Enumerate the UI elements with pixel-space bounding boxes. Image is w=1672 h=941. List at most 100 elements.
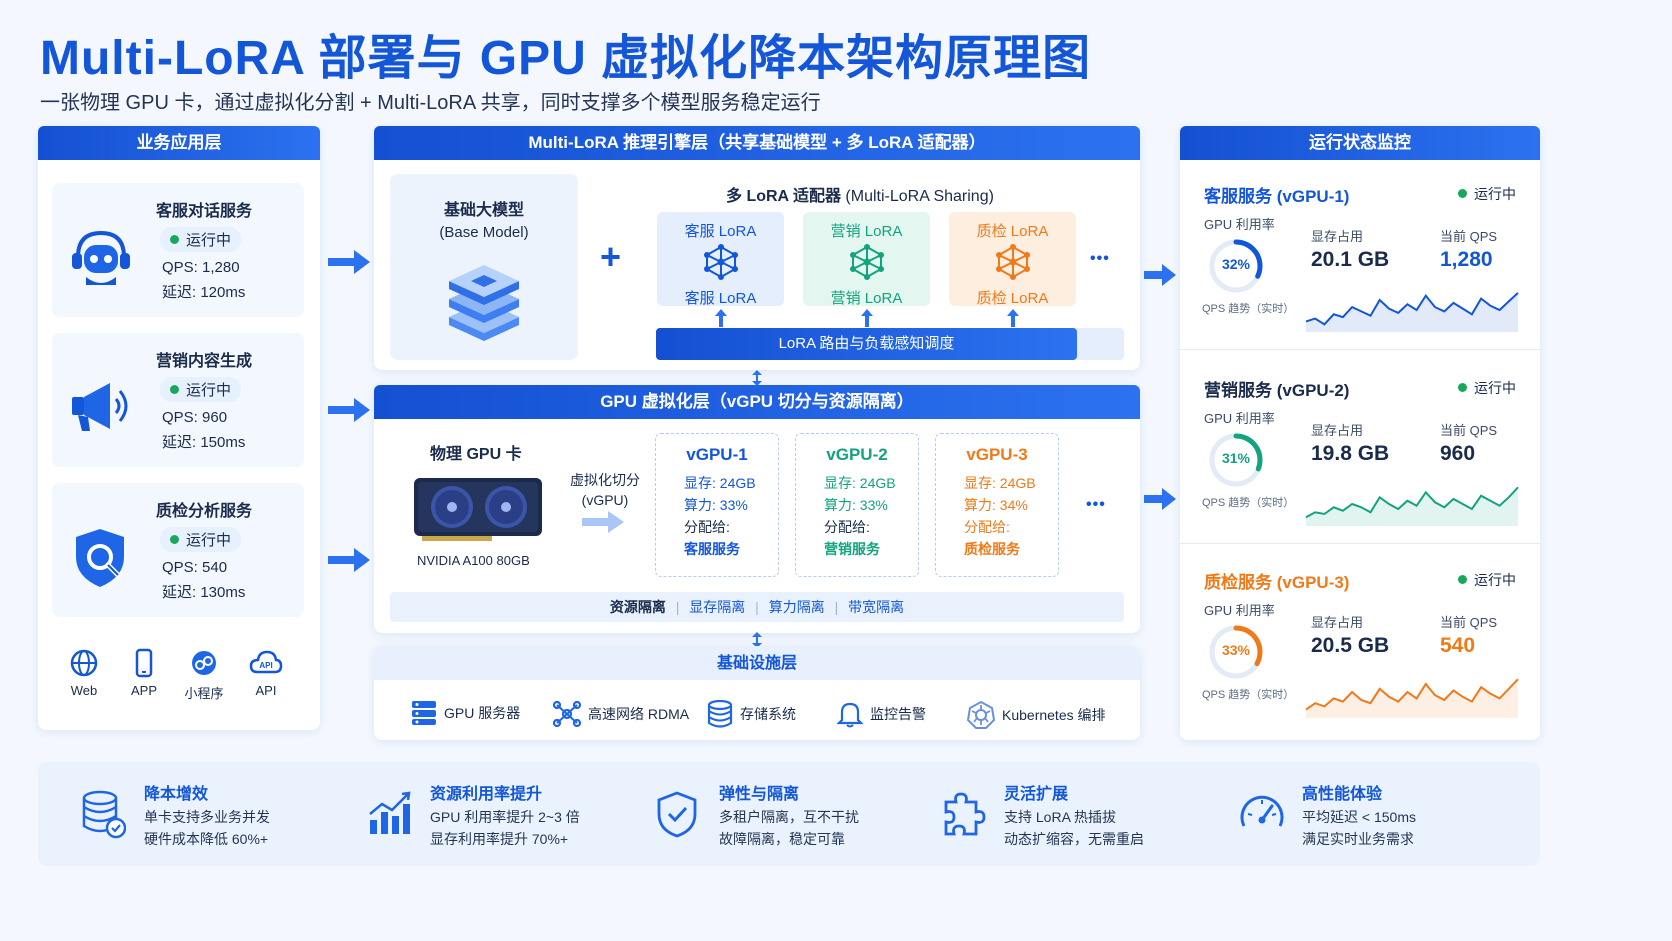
status-badge: 运行中	[1458, 570, 1516, 590]
isolation-bar: 资源隔离 | 显存隔离 | 算力隔离 | 带宽隔离	[390, 592, 1124, 622]
latency-row: 延迟: 130ms	[162, 584, 246, 601]
arrow-right-icon	[1144, 264, 1176, 286]
gpu-utilization-gauge	[1209, 239, 1263, 293]
monitor-title: 运行状态监控	[1180, 126, 1540, 160]
lora-card-marketing[interactable]: 营销 LoRA 营销 LoRA	[803, 212, 930, 307]
arrow-right-icon	[328, 398, 370, 422]
qps-trend-chart	[1305, 678, 1519, 718]
latency-value: 130ms	[200, 584, 246, 601]
gauge-arc	[1209, 433, 1263, 487]
plus-sign: +	[600, 236, 622, 277]
qps-trend-chart	[1305, 292, 1519, 332]
client-mini-program[interactable]: 小程序	[182, 648, 226, 702]
qps-row: QPS: 540	[162, 559, 228, 576]
status-badge: 运行中	[160, 227, 242, 252]
client-web[interactable]: Web	[62, 648, 106, 698]
network-node-icon	[703, 244, 738, 280]
monitor-card-qa[interactable]: 质检服务 (vGPU-3) 运行中 GPU 利用率 33% 显存占用 20.5 …	[1180, 556, 1540, 736]
router-button[interactable]: LoRA 路由与负载感知调度	[656, 328, 1077, 360]
client-api[interactable]: API API	[244, 648, 288, 698]
api-cloud-icon: API	[249, 650, 283, 674]
globe-icon	[70, 649, 98, 677]
mem-value: 20.1 GB	[1311, 248, 1390, 271]
infra-item-server[interactable]: GPU 服务器	[410, 700, 520, 726]
gauge-arc	[1209, 239, 1263, 293]
mini-program-icon	[192, 651, 216, 675]
qps-value: 540	[202, 559, 228, 576]
arrow-right-icon	[328, 548, 370, 572]
bell-icon	[836, 702, 864, 728]
infra-item-storage[interactable]: 存储系统	[706, 700, 796, 728]
gpu-utilization-gauge	[1209, 433, 1263, 487]
gpu-utilization-gauge	[1209, 625, 1263, 679]
service-name: 质检分析服务	[156, 503, 253, 520]
vgpu-card-2[interactable]: vGPU-2 显存: 24GB 算力: 33% 分配给: 营销服务	[795, 433, 919, 577]
status-badge: 运行中	[160, 377, 242, 402]
speedometer-icon	[1240, 795, 1284, 827]
qps-value: 540	[1440, 634, 1476, 657]
puzzle-icon	[944, 792, 986, 836]
client-app[interactable]: APP	[122, 648, 166, 698]
kubernetes-icon	[966, 700, 996, 729]
latency-row: 延迟: 150ms	[162, 434, 246, 451]
mem-value: 20.5 GB	[1311, 634, 1390, 657]
infra-layer-title: 基础设施层	[374, 646, 1140, 680]
benefits-strip	[38, 762, 1540, 866]
megaphone-icon	[72, 383, 128, 431]
arrow-right-icon	[1144, 488, 1176, 510]
physical-gpu-title: 物理 GPU 卡	[430, 446, 522, 463]
gpu-layer-title: GPU 虚拟化层（vGPU 切分与资源隔离）	[374, 385, 1140, 419]
benefit-cost: 降本增效 单卡支持多业务并发硬件成本降低 60%+	[80, 780, 380, 860]
service-card-qa[interactable]: 质检分析服务 运行中 QPS: 540 延迟: 130ms	[52, 483, 304, 617]
mem-value: 19.8 GB	[1311, 442, 1390, 465]
infra-item-monitor[interactable]: 监控告警	[836, 700, 926, 728]
page-title: Multi-LoRA 部署与 GPU 虚拟化降本架构原理图	[40, 32, 1092, 85]
more-vgpu-icon[interactable]: •••	[1086, 496, 1106, 513]
infra-item-kubernetes[interactable]: Kubernetes 编排	[966, 700, 1106, 730]
arrow-up-icon	[1007, 309, 1019, 327]
double-arrow-icon	[752, 370, 762, 386]
lora-card-qa[interactable]: 质检 LoRA 质检 LoRA	[949, 212, 1076, 307]
model-stack-icon	[449, 265, 519, 341]
status-badge: 运行中	[160, 527, 242, 552]
double-arrow-icon	[752, 632, 762, 648]
status-badge: 运行中	[1458, 378, 1516, 398]
benefit-isolation: 弹性与隔离 多租户隔离，互不干扰故障隔离，稳定可靠	[655, 780, 955, 860]
infra-item-rdma[interactable]: 高速网络 RDMA	[552, 700, 689, 728]
monitor-card-support[interactable]: 客服服务 (vGPU-1) 运行中 GPU 利用率 32% 显存占用 20.1 …	[1180, 170, 1540, 350]
vgpu-card-1[interactable]: vGPU-1 显存: 24GB 算力: 33% 分配给: 客服服务	[655, 433, 779, 577]
qps-value: 960	[1440, 442, 1476, 465]
latency-value: 120ms	[200, 284, 246, 301]
vgpu-card-3[interactable]: vGPU-3 显存: 24GB 算力: 34% 分配给: 质检服务	[935, 433, 1059, 577]
status-badge: 运行中	[1458, 184, 1516, 204]
qps-value: 960	[202, 409, 228, 426]
robot-icon	[72, 230, 130, 285]
page-subtitle: 一张物理 GPU 卡，通过虚拟化分割 + Multi-LoRA 共享，同时支撑多…	[40, 92, 821, 114]
service-name: 营销内容生成	[156, 353, 253, 370]
base-model-card[interactable]: 基础大模型 (Base Model)	[390, 174, 578, 360]
shield-check-icon	[657, 791, 697, 838]
service-card-support[interactable]: 客服对话服务 运行中 QPS: 1,280 延迟: 120ms	[52, 183, 304, 317]
trend-line	[1305, 486, 1519, 519]
service-card-marketing[interactable]: 营销内容生成 运行中 QPS: 960 延迟: 150ms	[52, 333, 304, 467]
qps-value: 1,280	[1440, 248, 1493, 271]
trend-area	[1306, 487, 1518, 526]
network-icon	[552, 700, 582, 728]
lora-card-support[interactable]: 客服 LoRA 客服 LoRA	[657, 212, 784, 307]
split-label: 虚拟化切分 (vGPU)	[570, 472, 640, 508]
svg-text:API: API	[259, 661, 272, 670]
latency-value: 150ms	[200, 434, 246, 451]
phone-icon	[135, 648, 153, 678]
arrow-up-icon	[861, 309, 873, 327]
more-adapters-icon[interactable]: •••	[1090, 250, 1110, 267]
gpu-layer-panel: GPU 虚拟化层（vGPU 切分与资源隔离）	[374, 385, 1140, 633]
coin-stack-icon	[82, 790, 126, 839]
database-icon	[707, 700, 733, 728]
arrow-right-icon	[582, 511, 624, 533]
arrow-up-icon	[715, 309, 727, 327]
monitor-card-marketing[interactable]: 营销服务 (vGPU-2) 运行中 GPU 利用率 31% 显存占用 19.8 …	[1180, 364, 1540, 544]
infra-layer-panel: 基础设施层	[374, 646, 1140, 740]
arrow-right-icon	[328, 250, 370, 274]
server-icon	[412, 701, 436, 725]
